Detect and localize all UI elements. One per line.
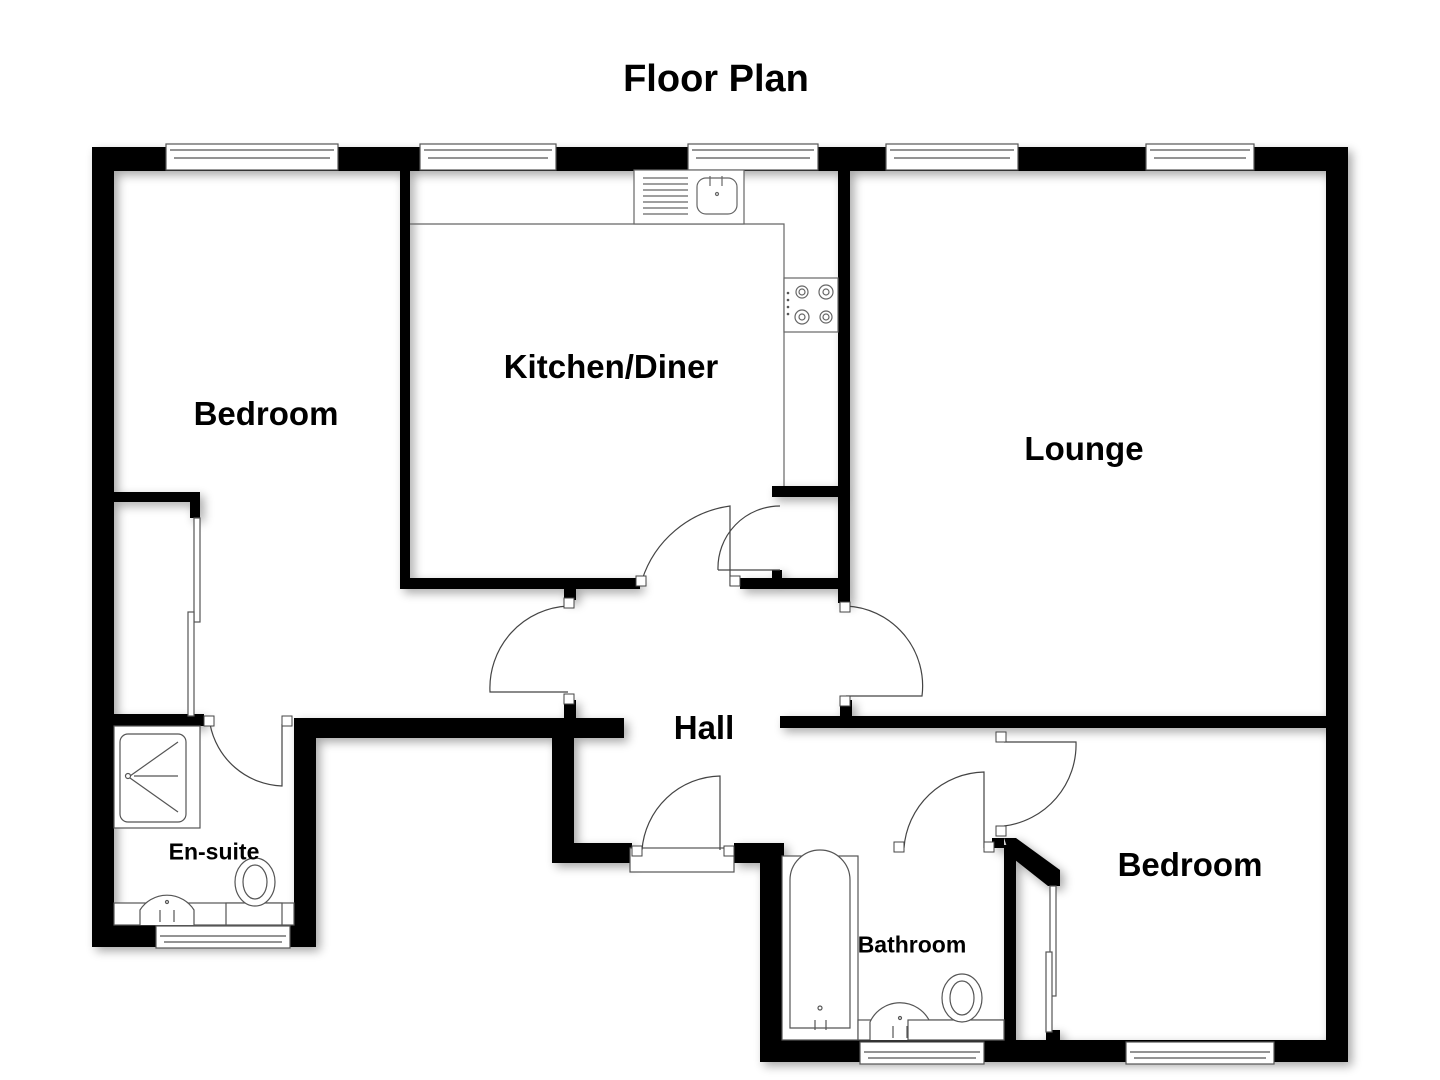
- room-label-hall: Hall: [673, 709, 735, 746]
- hob: [783, 277, 839, 333]
- room-label-en-suite: En-suite: [168, 838, 260, 865]
- window-lounge-1: [885, 143, 1019, 171]
- door-jambs: [203, 575, 1007, 857]
- front-door-threshold: [629, 847, 735, 873]
- floor-plan-title: Floor Plan: [623, 58, 809, 100]
- window-bedroom-2: [1125, 1041, 1275, 1065]
- window-bedroom-1: [165, 143, 339, 171]
- window-lounge-2: [1145, 143, 1255, 171]
- wardrobes: [187, 517, 1057, 1033]
- doors: [209, 505, 1077, 851]
- room-label-bedroom-1: Bedroom: [193, 395, 339, 432]
- en-suite-fixtures: [113, 725, 295, 926]
- bathroom-fixtures: [781, 849, 1005, 1041]
- window-bathroom: [859, 1041, 985, 1065]
- window-kitchen-2: [687, 143, 819, 171]
- en-suite-basin: [139, 894, 195, 925]
- room-label-kitchen-diner: Kitchen/Diner: [503, 348, 719, 385]
- kitchen-units: [410, 169, 839, 486]
- windows: [155, 143, 1275, 1065]
- room-label-bedroom-2: Bedroom: [1117, 846, 1263, 883]
- window-kitchen-1: [419, 143, 557, 171]
- room-label-bathroom: Bathroom: [857, 931, 967, 958]
- room-label-lounge: Lounge: [1024, 430, 1144, 467]
- window-en-suite: [155, 925, 291, 949]
